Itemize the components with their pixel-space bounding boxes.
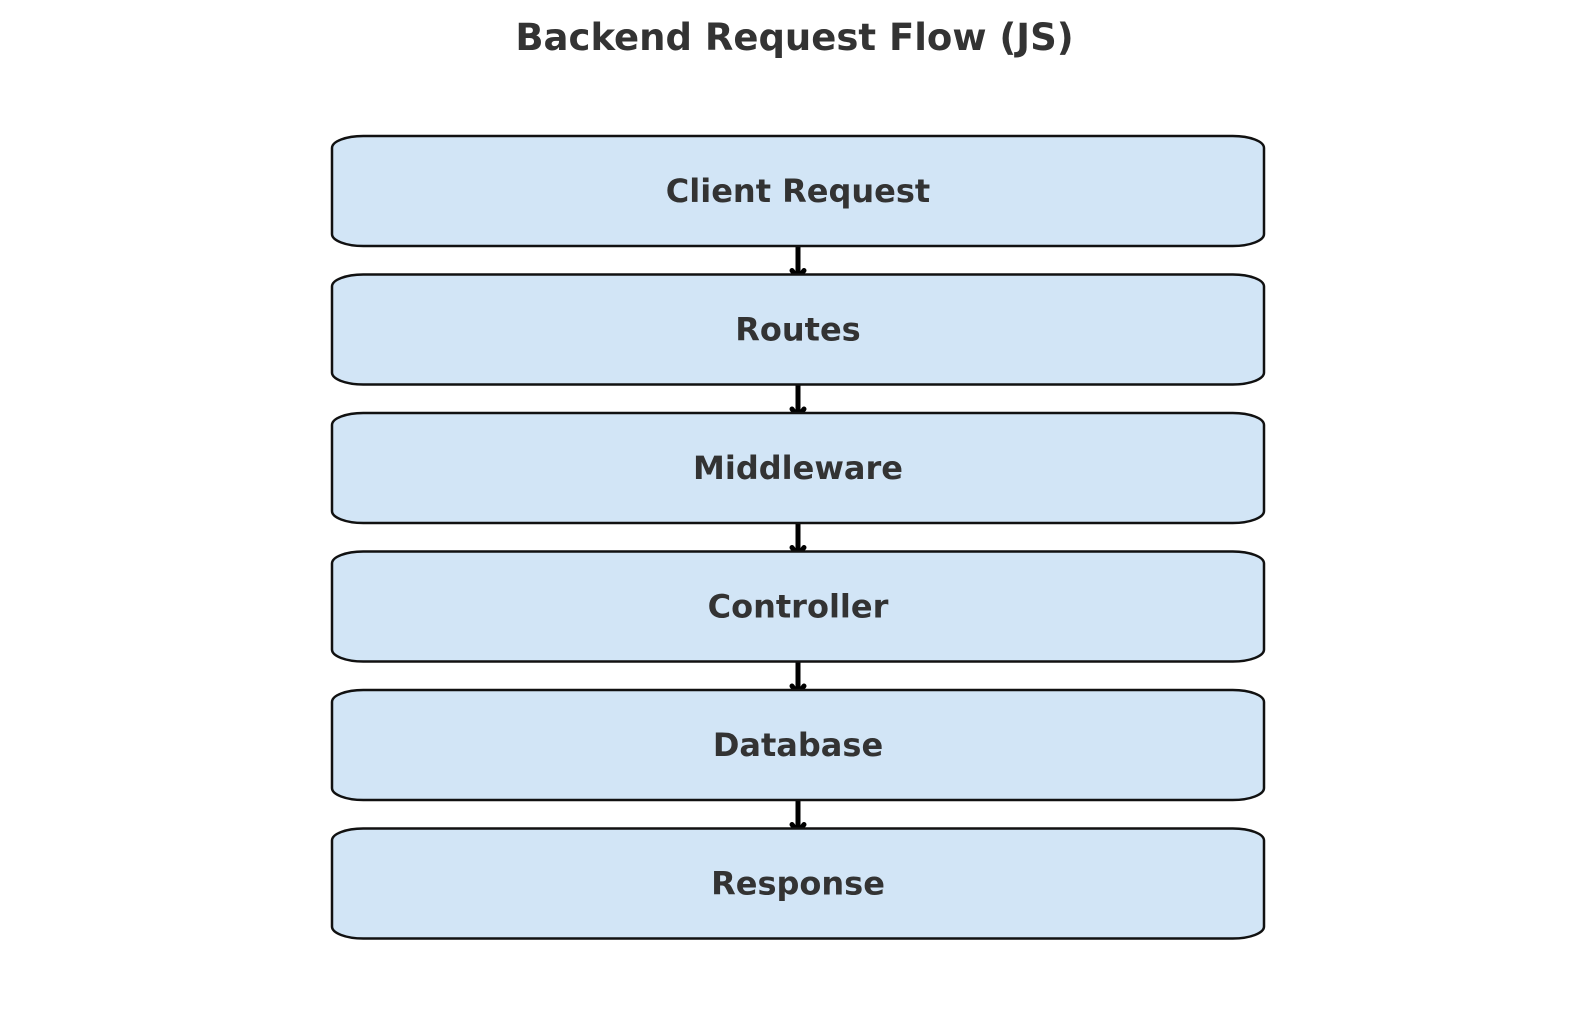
- diagram-title: Backend Request Flow (JS): [515, 16, 1074, 59]
- flow-node-controller: Controller: [330, 550, 1266, 663]
- nodes-layer: Client RequestRoutesMiddlewareController…: [330, 134, 1266, 940]
- flow-node-label: Middleware: [693, 449, 903, 487]
- flow-node-client-request: Client Request: [330, 134, 1266, 248]
- flow-node-label: Database: [713, 726, 883, 764]
- flow-node-response: Response: [330, 827, 1266, 940]
- flow-node-database: Database: [330, 688, 1266, 802]
- flow-node-label: Response: [711, 865, 885, 903]
- flow-node-middleware: Middleware: [330, 411, 1266, 525]
- flow-node-box: [330, 134, 1266, 248]
- flow-node-box: [330, 827, 1266, 940]
- flow-node-box: [330, 688, 1266, 802]
- flow-node-box: [330, 273, 1266, 386]
- flow-node-routes: Routes: [330, 273, 1266, 386]
- flow-node-label: Controller: [708, 588, 889, 626]
- flow-node-box: [330, 550, 1266, 663]
- flow-node-label: Routes: [735, 311, 860, 349]
- flow-node-box: [330, 411, 1266, 525]
- flow-node-label: Client Request: [666, 172, 930, 210]
